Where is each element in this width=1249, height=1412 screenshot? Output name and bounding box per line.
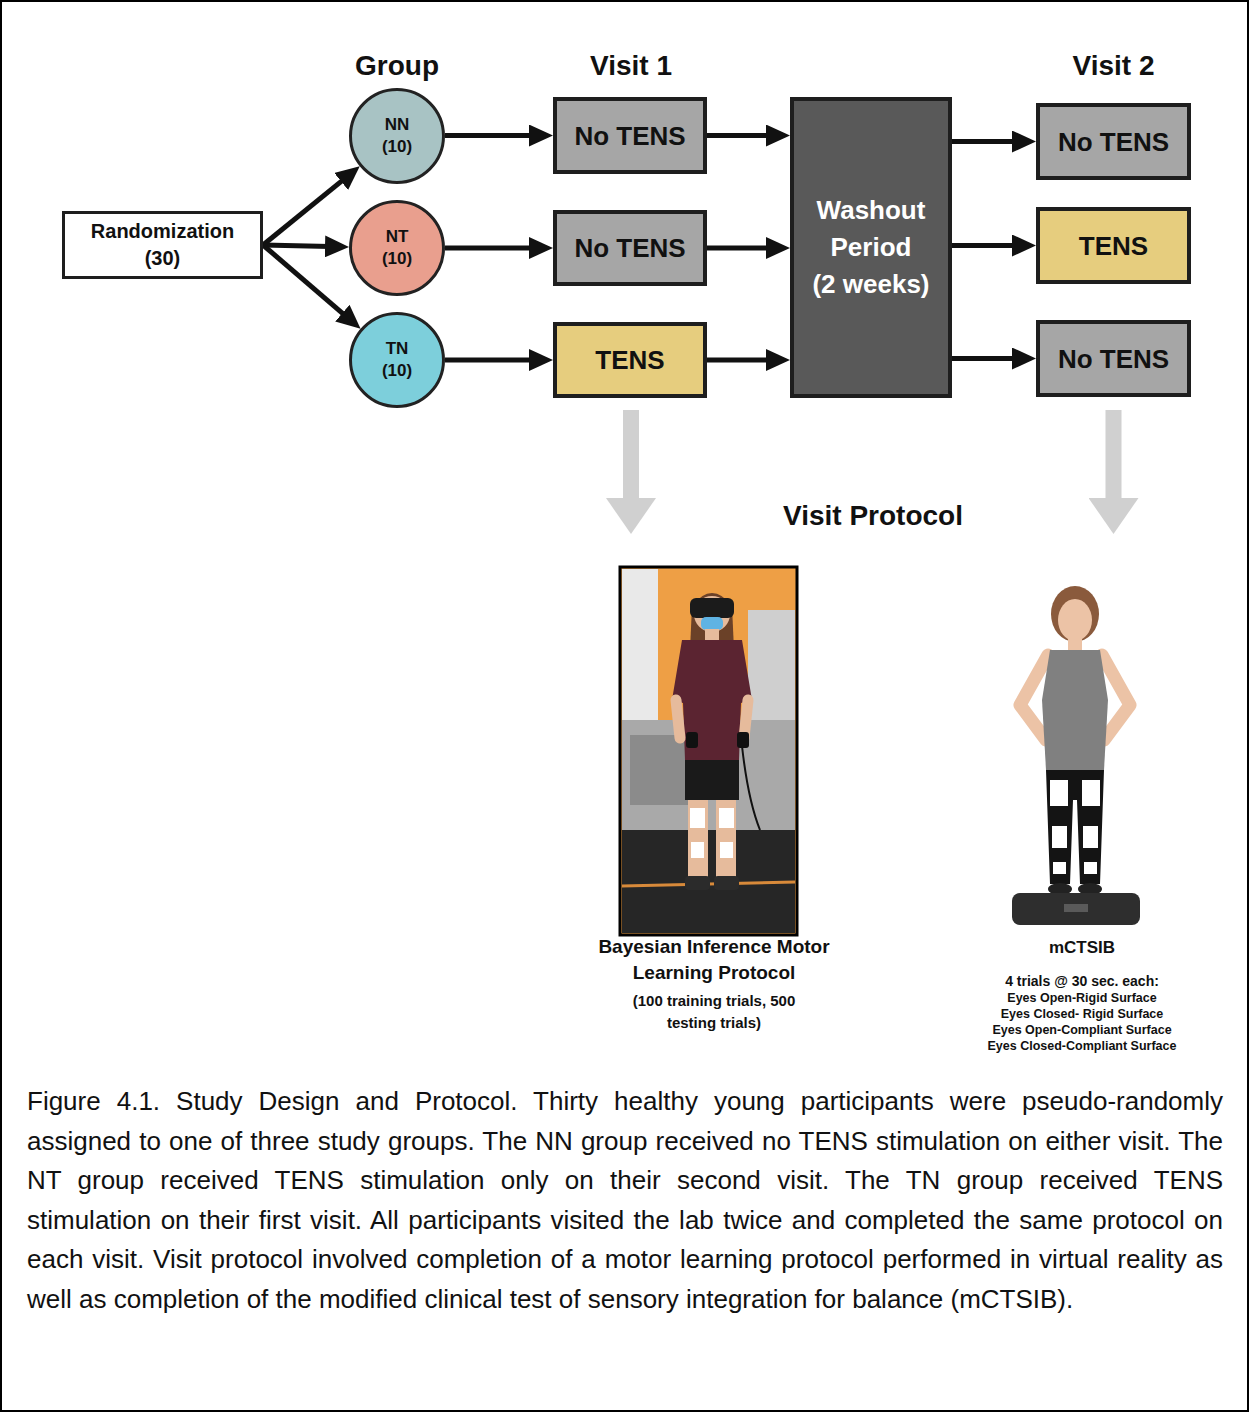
condition-box: No TENS: [553, 210, 707, 286]
trial-condition: Eyes Open-Compliant Surface: [962, 1022, 1202, 1038]
node-text: No TENS: [574, 232, 685, 264]
flow-arrow: [1106, 410, 1122, 514]
illustration-part: [688, 800, 708, 878]
panel-heading: Visit Protocol: [783, 498, 963, 534]
illustration-part: [630, 735, 690, 805]
illustration-part: [1051, 586, 1099, 642]
flow-arrow: [445, 358, 545, 363]
trial-condition: Eyes Closed-Compliant Surface: [962, 1038, 1202, 1054]
illustration-part: [1046, 770, 1104, 884]
washout-box: Washout Period(2 weeks): [790, 97, 952, 398]
condition-box: TENS: [1036, 207, 1191, 284]
column-heading: Group: [317, 48, 477, 84]
illustration-part: [686, 732, 698, 748]
trial-note: 4 trials @ 30 sec. each:: [962, 972, 1202, 990]
trial-condition: Eyes Closed- Rigid Surface: [962, 1006, 1202, 1022]
illustration-part: [690, 808, 705, 828]
flow-arrow: [707, 133, 782, 138]
illustration-part: [1068, 636, 1082, 652]
illustration-part: [685, 876, 710, 890]
node-text: TENS: [1079, 230, 1148, 262]
photo-caption: mCTSIB: [982, 937, 1182, 959]
condition-box: No TENS: [553, 97, 707, 174]
illustration-part: [716, 800, 736, 878]
node-text: Randomization (30): [78, 218, 248, 272]
illustration-part: [1058, 599, 1092, 641]
illustration-part: [1012, 893, 1140, 925]
illustration-part: [691, 842, 704, 858]
node-text: NT (10): [370, 226, 424, 270]
panel-heading: Visit 1: [590, 48, 672, 84]
illustration-part: [690, 598, 734, 618]
circle-outline: [349, 200, 445, 296]
illustration-part: [1082, 780, 1100, 806]
illustration-part: [1064, 904, 1088, 912]
illustration-part: [620, 567, 797, 935]
condition-box: No TENS: [1036, 320, 1191, 397]
group-circle: NT (10): [349, 200, 445, 296]
flow-arrow: [707, 246, 782, 251]
node-text: (2 weeks): [812, 266, 929, 303]
illustration-part: [1083, 826, 1098, 848]
illustration-part: [705, 629, 719, 641]
photo-caption: Bayesian Inference Motor Learning Protoc…: [577, 934, 852, 986]
circle-outline: [349, 88, 445, 184]
illustration-part: [685, 760, 739, 800]
node-text: TENS: [595, 344, 664, 376]
visit-panel: Visit 2 No TENS TENS No TENS: [1027, 44, 1200, 410]
flow-arrow: [445, 246, 545, 251]
node-text: Washout Period: [804, 192, 939, 266]
illustration-part: [1053, 862, 1066, 874]
flow-arrow: [952, 139, 1028, 144]
condition-box: No TENS: [1036, 103, 1191, 180]
group-circle: NN (10): [349, 88, 445, 184]
figure-caption: Figure 4.1. Study Design and Protocol. T…: [27, 1082, 1223, 1319]
trial-condition: Eyes Open-Rigid Surface: [962, 990, 1202, 1006]
illustration-part: [701, 617, 723, 630]
circle-shape: [351, 314, 444, 407]
process-box: Randomization (30): [62, 211, 263, 279]
group-circle: TN (10): [349, 312, 445, 408]
flow-arrow: [952, 356, 1028, 361]
flow-arrow: [263, 245, 355, 324]
illustration-part: [1052, 826, 1067, 848]
illustration-part: [1050, 780, 1068, 806]
illustration-part: [622, 830, 795, 933]
node-text: No TENS: [574, 120, 685, 152]
illustration-part: [719, 808, 734, 828]
flow-arrow: [952, 243, 1028, 248]
circle-shape: [351, 202, 444, 295]
flow-arrow: [263, 245, 341, 247]
illustration-part: [620, 567, 797, 935]
vr-photo: [620, 567, 797, 935]
illustration-part: [1042, 650, 1108, 770]
node-text: NN (10): [370, 114, 424, 158]
flow-arrow: [623, 410, 639, 514]
panel-heading: Visit 2: [1073, 48, 1155, 84]
flow-arrow: [707, 358, 782, 363]
circle-shape: [351, 90, 444, 183]
flow-arrow: [263, 171, 354, 245]
node-text: No TENS: [1058, 126, 1169, 158]
condition-box: TENS: [553, 322, 707, 398]
illustration-part: [737, 732, 749, 748]
visit-panel: Visit 1 No TENS No TENS TENS: [542, 44, 720, 410]
illustration-part: [1084, 862, 1097, 874]
balance-figure: [1012, 586, 1140, 925]
illustration-part: [720, 842, 733, 858]
illustration-part: [676, 700, 680, 738]
node-text: No TENS: [1058, 343, 1169, 375]
illustration-part: [714, 876, 739, 890]
circle-outline: [349, 312, 445, 408]
node-text: TN (10): [370, 338, 424, 382]
photo-note: (100 training trials, 500 testing trials…: [619, 990, 809, 1034]
flow-arrow: [445, 133, 545, 138]
illustration-part: [672, 640, 752, 760]
illustration-part: [742, 746, 760, 830]
